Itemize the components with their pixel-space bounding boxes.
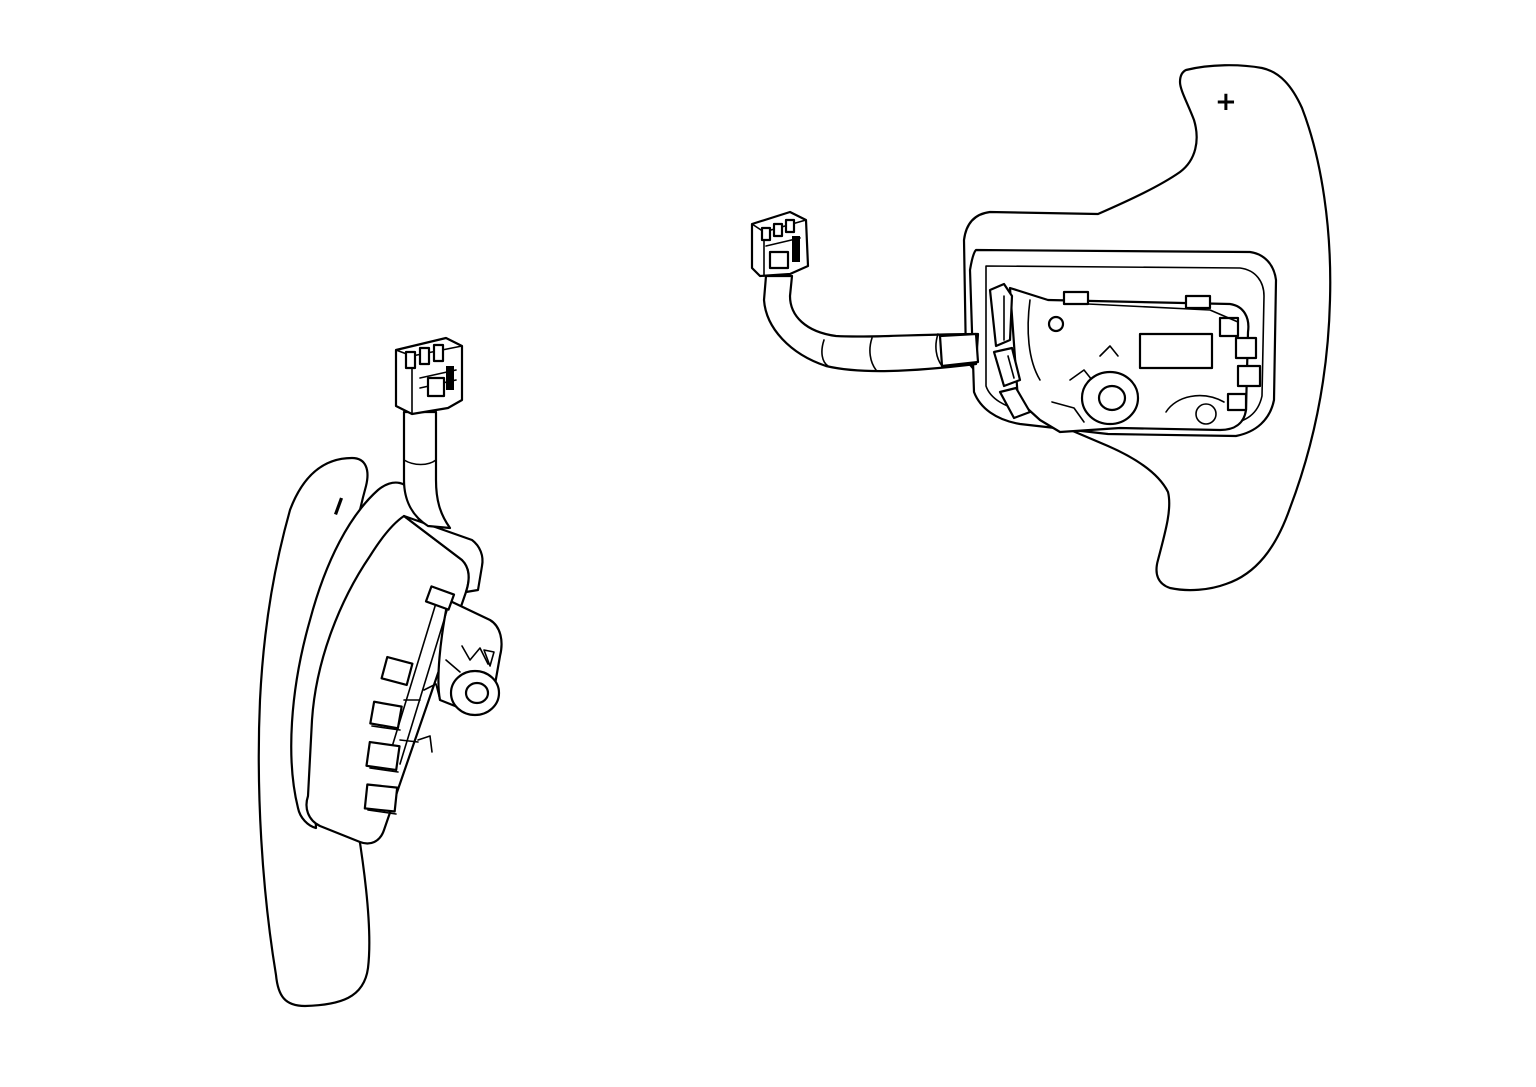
left-paddle-shifter-assembly: −: [257, 336, 503, 1008]
right-mounting-hole: [1097, 384, 1127, 412]
left-housing-rail: [387, 589, 453, 765]
left-bracket-notch: [483, 649, 495, 667]
right-connector: [750, 210, 810, 278]
left-clip-tabs: [363, 585, 456, 815]
plus-symbol: +: [1215, 87, 1237, 117]
left-mounting-hole: [464, 681, 490, 705]
left-housing-hooks: [417, 683, 441, 753]
left-wire-band: [403, 459, 437, 466]
right-board-components: [1027, 290, 1262, 425]
right-wire-harness: [762, 274, 980, 373]
left-connector: [394, 336, 464, 416]
left-housing-side: [402, 514, 484, 594]
right-wire-bands: [821, 333, 943, 371]
right-wire-grommet: [938, 332, 980, 368]
left-bracket-detail: [445, 645, 489, 673]
right-housing-inner-wall: [985, 265, 1265, 425]
right-paddle-shifter-assembly: +: [750, 64, 1332, 592]
left-wire-harness: [402, 410, 452, 530]
right-clip-tabs: [988, 282, 1032, 420]
